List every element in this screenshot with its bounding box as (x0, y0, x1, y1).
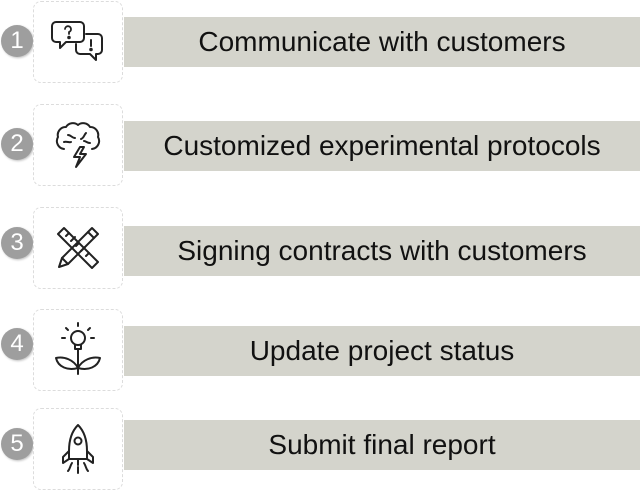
step-5: 5 Submit final report (0, 407, 642, 491)
step-icon-box (33, 1, 123, 83)
brain-lightning-icon (55, 122, 101, 168)
step-2: 2 Customized experimental protocols (0, 103, 642, 187)
step-number-badge: 3 (1, 227, 33, 259)
step-icon-box (33, 207, 123, 289)
step-icon-box (33, 309, 123, 391)
step-icon-box (33, 408, 123, 490)
step-number-badge: 4 (1, 328, 33, 360)
step-label: Update project status (124, 326, 640, 376)
step-label: Customized experimental protocols (124, 121, 640, 171)
lightbulb-plant-icon (55, 322, 101, 375)
step-number-badge: 1 (1, 25, 33, 57)
step-label: Communicate with customers (124, 17, 640, 67)
pencil-ruler-icon (57, 227, 99, 269)
step-number-badge: 2 (1, 128, 33, 160)
step-label: Signing contracts with customers (124, 226, 640, 276)
step-label: Submit final report (124, 420, 640, 470)
rocket-icon (62, 424, 94, 474)
step-1: 1 Communicate with customers (0, 0, 642, 84)
step-number-badge: 5 (1, 428, 33, 460)
step-3: 3 Signing contracts with customers (0, 206, 642, 290)
speech-bubbles-icon (51, 21, 103, 61)
step-icon-box (33, 104, 123, 186)
step-4: 4 Update project status (0, 308, 642, 392)
